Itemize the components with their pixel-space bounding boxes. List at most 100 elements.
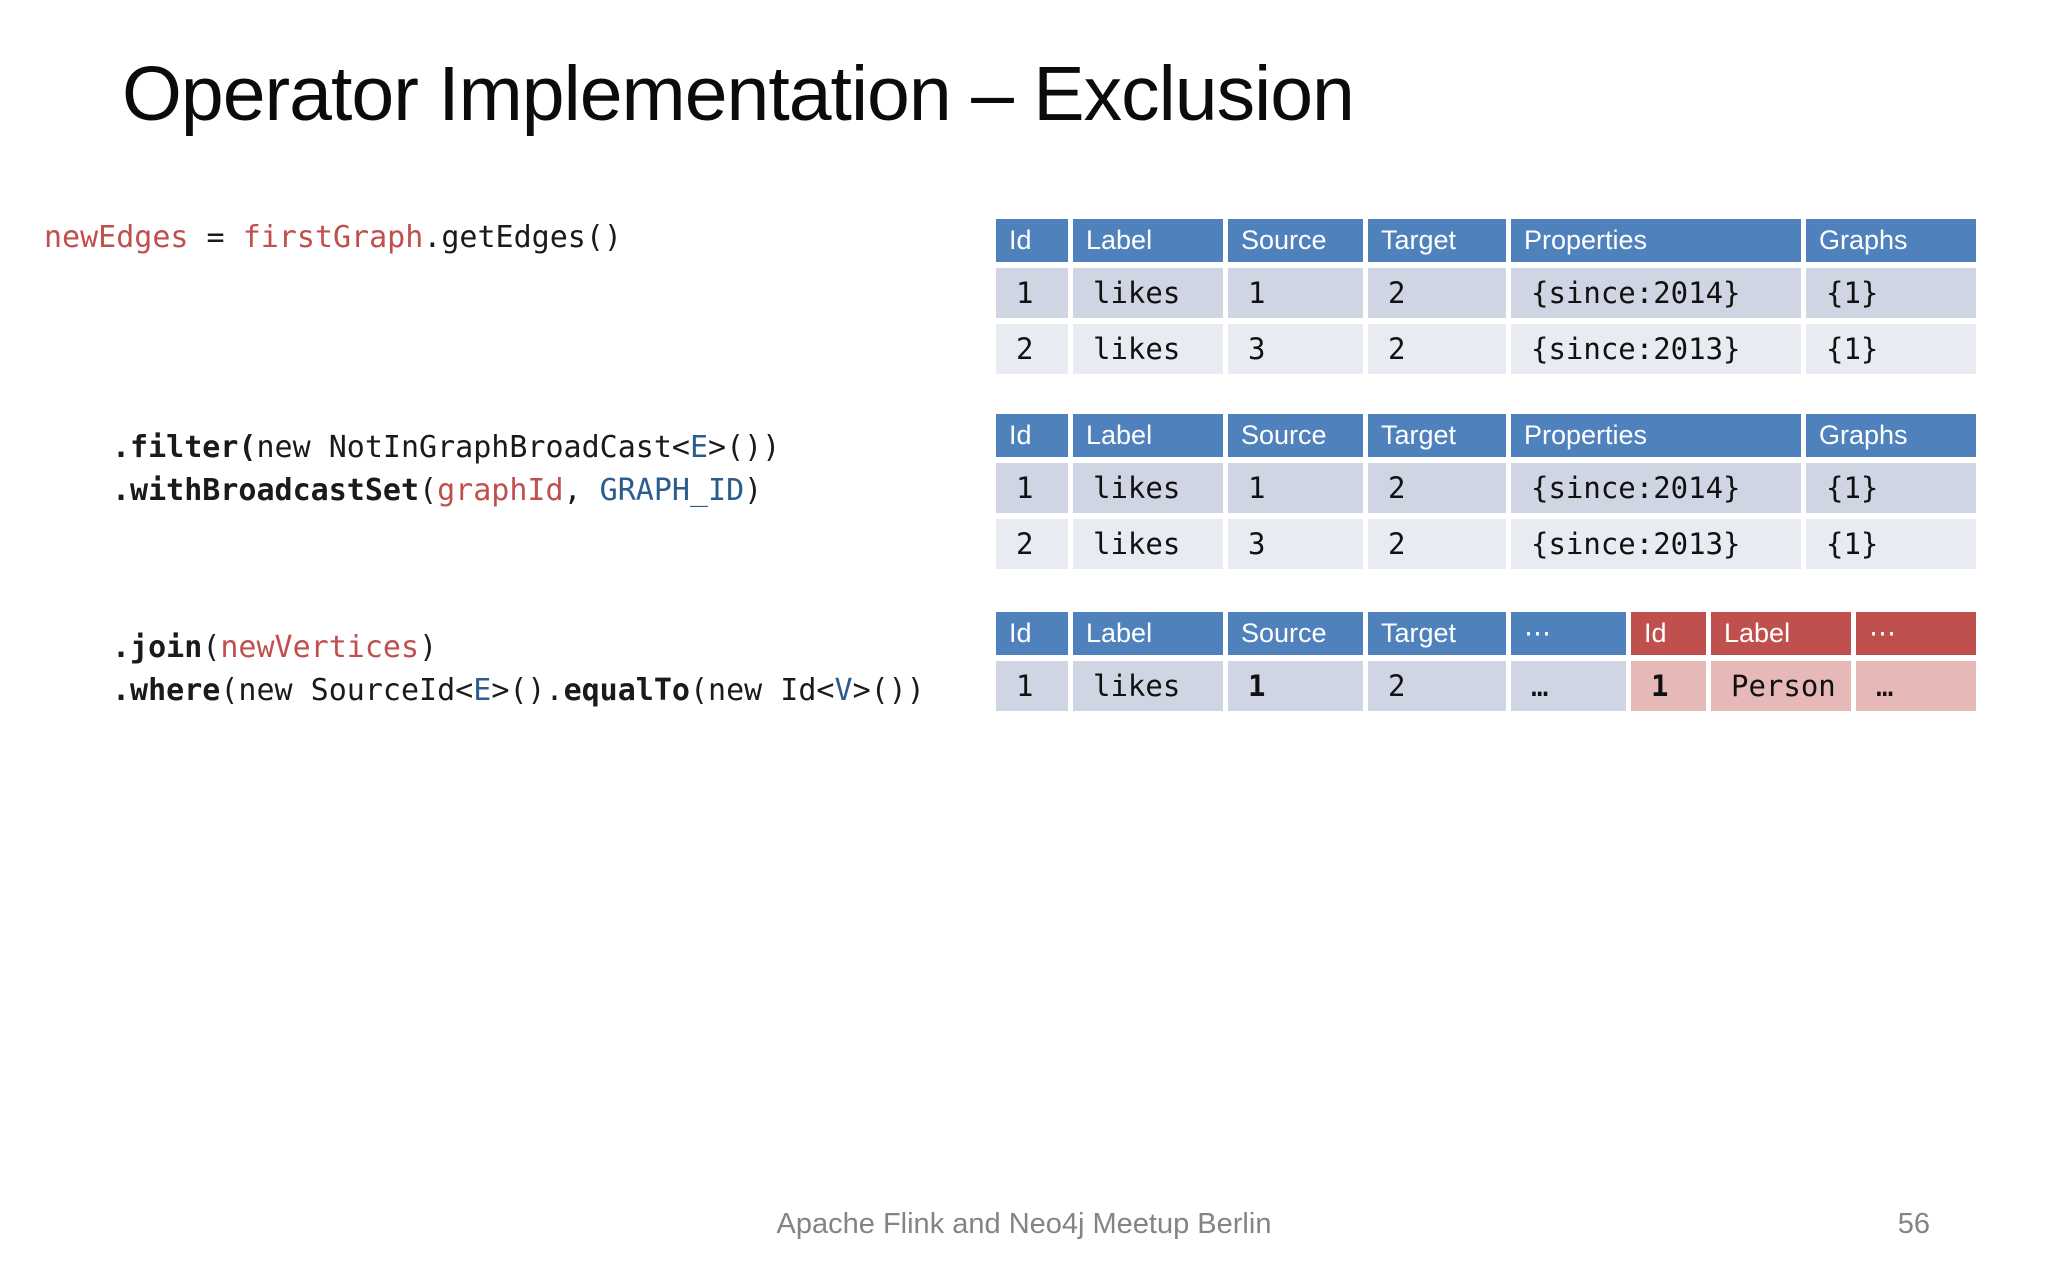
code-segment: equalTo <box>563 673 690 708</box>
table-cell: 1 <box>1631 661 1706 711</box>
table-header-cell: Id <box>996 612 1068 655</box>
table-cell: … <box>1856 661 1976 711</box>
table-cell: {since:2013} <box>1511 324 1801 374</box>
table-cell: 2 <box>1368 661 1506 711</box>
code-segment: E <box>473 673 492 708</box>
code-segment: (new Id< <box>690 673 835 708</box>
table-cell: {1} <box>1806 463 1976 513</box>
code-segment: V <box>834 673 853 708</box>
table-header-cell: Id <box>996 414 1068 457</box>
table-header-cell: Source <box>1228 414 1363 457</box>
code-segment: ( <box>202 630 221 665</box>
table-header-cell: Properties <box>1511 414 1801 457</box>
table-cell: {1} <box>1806 324 1976 374</box>
code-line: .join(newVertices) <box>112 626 925 669</box>
code-segment: ( <box>419 473 438 508</box>
table-cell: {since:2014} <box>1511 268 1801 318</box>
table-cell: likes <box>1073 268 1223 318</box>
table-header-cell: Source <box>1228 219 1363 262</box>
code-segment: ) <box>744 473 763 508</box>
table-cell: … <box>1511 661 1626 711</box>
code-line: .where(new SourceId<E>().equalTo(new Id<… <box>112 669 925 712</box>
table-cell: 3 <box>1228 519 1363 569</box>
code-segment: newEdges <box>44 220 189 255</box>
page-number: 56 <box>1897 1208 1930 1240</box>
table-cell: 1 <box>1228 268 1363 318</box>
code-segment: >(). <box>491 673 564 708</box>
code-segment: .filter( <box>112 430 257 465</box>
code-segment: >()) <box>852 673 925 708</box>
table-header-cell: Graphs <box>1806 414 1976 457</box>
table-header-cell: Label <box>1073 612 1223 655</box>
table-header-cell: Source <box>1228 612 1363 655</box>
table-cell: likes <box>1073 324 1223 374</box>
code-segment: .join <box>112 630 203 665</box>
code-segment: ) <box>419 630 438 665</box>
slide-title: Operator Implementation – Exclusion <box>122 51 1355 137</box>
table-cell: 1 <box>1228 463 1363 513</box>
table-header-cell: Graphs <box>1806 219 1976 262</box>
table-cell: 1 <box>996 661 1068 711</box>
table-cell: {since:2013} <box>1511 519 1801 569</box>
code-block-getedges: newEdges = firstGraph.getEdges() <box>44 216 622 259</box>
code-segment: new NotInGraphBroadCast< <box>256 430 690 465</box>
table-header-cell: Properties <box>1511 219 1801 262</box>
table-header-cell: ⋯ <box>1511 612 1626 655</box>
table-cell: {since:2014} <box>1511 463 1801 513</box>
code-segment: GRAPH_ID <box>599 473 745 508</box>
table-header-cell: Id <box>996 219 1068 262</box>
code-segment: (new SourceId< <box>220 673 474 708</box>
table-cell: 1 <box>996 463 1068 513</box>
table-cell: 1 <box>1228 661 1363 711</box>
table-cell: likes <box>1073 661 1223 711</box>
table-cell: likes <box>1073 519 1223 569</box>
table-cell: 3 <box>1228 324 1363 374</box>
code-segment: , <box>563 473 600 508</box>
table-header-cell: Target <box>1368 219 1506 262</box>
code-segment: E <box>689 430 709 465</box>
code-segment: .where <box>112 673 221 708</box>
table-header-cell: Label <box>1073 414 1223 457</box>
footer-text: Apache Flink and Neo4j Meetup Berlin <box>776 1208 1272 1240</box>
code-segment: = <box>188 220 243 255</box>
table-cell: 2 <box>1368 268 1506 318</box>
table-cell: 1 <box>996 268 1068 318</box>
code-line: .withBroadcastSet(graphId, GRAPH_ID) <box>112 469 780 512</box>
table-cell: 2 <box>1368 324 1506 374</box>
table-cell: 2 <box>1368 519 1506 569</box>
code-segment: graphId <box>437 473 564 508</box>
table-header-cell: Label <box>1711 612 1851 655</box>
table-cell: 2 <box>1368 463 1506 513</box>
code-segment: .withBroadcastSet <box>112 473 420 508</box>
code-segment: .getEdges() <box>423 220 622 255</box>
code-segment: newVertices <box>220 630 420 665</box>
code-block-join-where: .join(newVertices).where(new SourceId<E>… <box>112 626 925 712</box>
code-segment: firstGraph <box>242 220 424 255</box>
code-block-filter-broadcast: .filter(new NotInGraphBroadCast<E>()).wi… <box>112 426 780 512</box>
table-cell: 2 <box>996 519 1068 569</box>
table-header-cell: Label <box>1073 219 1223 262</box>
table-header-cell: Target <box>1368 414 1506 457</box>
code-segment: >()) <box>708 430 781 465</box>
table-cell: 2 <box>996 324 1068 374</box>
table-cell: Person <box>1711 661 1851 711</box>
table-header-cell: ⋯ <box>1856 612 1976 655</box>
code-line: .filter(new NotInGraphBroadCast<E>()) <box>112 426 780 469</box>
table-cell: {1} <box>1806 268 1976 318</box>
table-header-cell: Id <box>1631 612 1706 655</box>
table-cell: likes <box>1073 463 1223 513</box>
code-line: newEdges = firstGraph.getEdges() <box>44 216 622 259</box>
table-cell: {1} <box>1806 519 1976 569</box>
